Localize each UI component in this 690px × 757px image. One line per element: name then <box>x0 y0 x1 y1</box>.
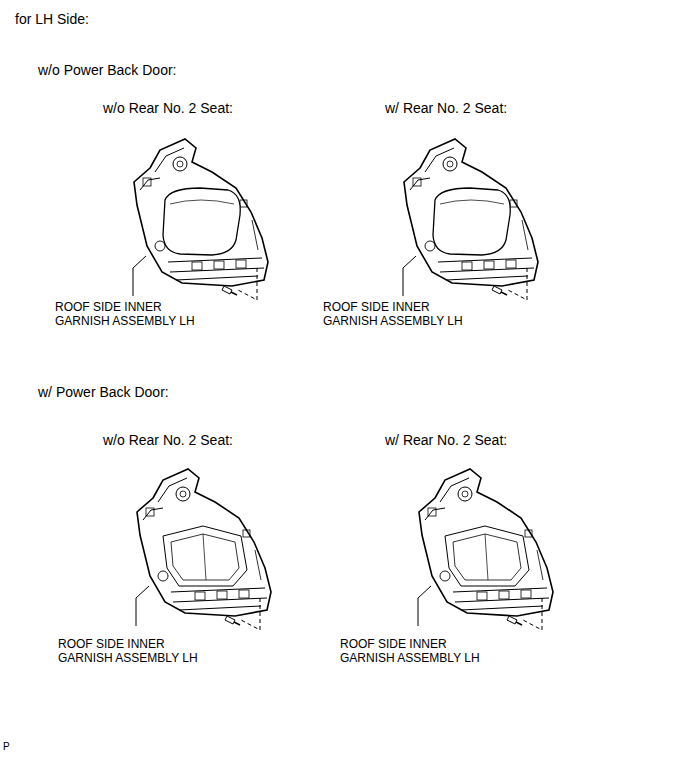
variant-heading: w/o Rear No. 2 Seat: <box>103 432 233 449</box>
variant-heading: w/ Rear No. 2 Seat: <box>385 432 507 449</box>
figure-code: P <box>3 741 10 753</box>
part-name: ROOF SIDE INNER GARNISH ASSEMBLY LH <box>323 300 475 329</box>
part-name: ROOF SIDE INNER GARNISH ASSEMBLY LH <box>340 637 492 666</box>
variant-heading: w/ Rear No. 2 Seat: <box>385 100 507 117</box>
part-name: ROOF SIDE INNER GARNISH ASSEMBLY LH <box>58 637 210 666</box>
variant-heading: w/ Power Back Door: <box>38 384 169 401</box>
variant-heading: w/o Power Back Door: <box>38 62 177 79</box>
part-name: ROOF SIDE INNER GARNISH ASSEMBLY LH <box>55 300 207 329</box>
variant-heading: w/o Rear No. 2 Seat: <box>103 100 233 117</box>
section-heading: for LH Side: <box>15 11 89 28</box>
